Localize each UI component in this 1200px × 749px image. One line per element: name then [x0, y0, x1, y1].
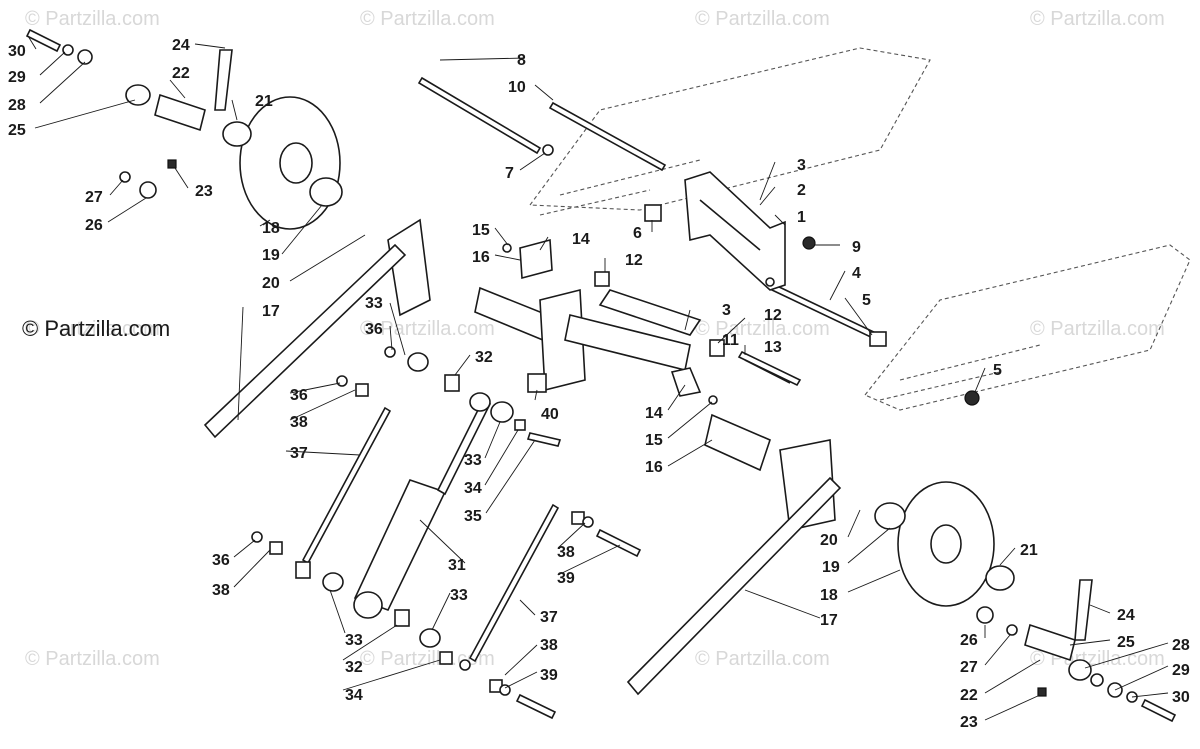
- callout-14: 14: [645, 405, 663, 422]
- callout-33: 33: [450, 587, 468, 604]
- callout-35: 35: [464, 508, 482, 525]
- callout-23: 23: [960, 714, 978, 731]
- callout-12: 12: [764, 307, 782, 324]
- slide-rail-outlines: [528, 47, 1191, 411]
- callout-34: 34: [345, 687, 363, 704]
- callout-37: 37: [540, 609, 558, 626]
- callout-3: 3: [722, 302, 731, 319]
- callout-36: 36: [290, 387, 308, 404]
- callout-38: 38: [540, 637, 558, 654]
- callout-26: 26: [85, 217, 103, 234]
- callout-18: 18: [262, 220, 280, 237]
- callout-25: 25: [1117, 634, 1135, 651]
- callout-36: 36: [212, 552, 230, 569]
- callout-1: 1: [797, 209, 806, 226]
- callout-15: 15: [472, 222, 490, 239]
- callout-6: 6: [633, 225, 642, 242]
- callout-3: 3: [797, 157, 806, 174]
- callout-19: 19: [262, 247, 280, 264]
- callout-22: 22: [172, 65, 190, 82]
- callout-7: 7: [505, 165, 514, 182]
- callout-29: 29: [1172, 662, 1190, 679]
- callout-24: 24: [172, 37, 190, 54]
- callout-38: 38: [290, 414, 308, 431]
- callout-27: 27: [960, 659, 978, 676]
- callout-39: 39: [540, 667, 558, 684]
- callout-33: 33: [345, 632, 363, 649]
- callout-32: 32: [345, 659, 363, 676]
- callout-34: 34: [464, 480, 482, 497]
- callout-16: 16: [472, 249, 490, 266]
- callout-30: 30: [1172, 689, 1190, 706]
- watermark: © Partzilla.com: [695, 8, 830, 30]
- callout-15: 15: [645, 432, 663, 449]
- idler-wheel-lower: [874, 481, 1015, 607]
- callout-31: 31: [448, 557, 466, 574]
- callout-2: 2: [797, 182, 806, 199]
- watermark: © Partzilla.com: [25, 318, 160, 340]
- idler-wheel-upper: [222, 96, 343, 230]
- callout-18: 18: [820, 587, 838, 604]
- torsion-spring-upper: [203, 218, 431, 439]
- watermark: © Partzilla.com: [695, 318, 830, 340]
- callout-38: 38: [212, 582, 230, 599]
- callout-28: 28: [8, 97, 26, 114]
- callout-13: 13: [764, 339, 782, 356]
- callout-20: 20: [262, 275, 280, 292]
- callout-20: 20: [820, 532, 838, 549]
- watermark: © Partzilla.com: [695, 648, 830, 670]
- callout-38: 38: [557, 544, 575, 561]
- callout-21: 21: [1020, 542, 1038, 559]
- callout-17: 17: [820, 612, 838, 629]
- leader-lines: [27, 35, 1169, 721]
- watermark: © Partzilla.com: [1030, 8, 1165, 30]
- callout-28: 28: [1172, 637, 1190, 654]
- callout-33: 33: [464, 452, 482, 469]
- callout-19: 19: [822, 559, 840, 576]
- callout-25: 25: [8, 122, 26, 139]
- callout-10: 10: [508, 79, 526, 96]
- callout-26: 26: [960, 632, 978, 649]
- callout-12: 12: [625, 252, 643, 269]
- link-rods: [301, 406, 560, 663]
- rods: [417, 76, 882, 387]
- torsion-spring-lower: [626, 439, 842, 696]
- callout-21: 21: [255, 93, 273, 110]
- callout-8: 8: [517, 52, 526, 69]
- callout-29: 29: [8, 69, 26, 86]
- watermark: © Partzilla.com: [360, 318, 495, 340]
- hardware: [25, 28, 1177, 723]
- callout-30: 30: [8, 43, 26, 60]
- front-arm-assembly: [474, 286, 771, 472]
- callout-33: 33: [365, 295, 383, 312]
- callout-14: 14: [572, 231, 590, 248]
- shock-absorber: [353, 392, 492, 619]
- watermark: © Partzilla.com: [1030, 318, 1165, 340]
- callout-16: 16: [645, 459, 663, 476]
- callout-4: 4: [852, 265, 861, 282]
- watermark: © Partzilla.com: [25, 648, 160, 670]
- callout-11: 11: [722, 332, 739, 349]
- callout-17: 17: [262, 303, 280, 320]
- callout-36: 36: [365, 321, 383, 338]
- callout-22: 22: [960, 687, 978, 704]
- watermark: © Partzilla.com: [360, 8, 495, 30]
- callout-5: 5: [862, 292, 871, 309]
- callout-24: 24: [1117, 607, 1135, 624]
- pivot-bracket: [684, 171, 786, 291]
- callout-27: 27: [85, 189, 103, 206]
- callout-5: 5: [993, 362, 1002, 379]
- brand-watermark: © Partzilla.com: [22, 316, 171, 341]
- callout-37: 37: [290, 445, 308, 462]
- watermark: © Partzilla.com: [25, 8, 160, 30]
- callout-32: 32: [475, 349, 493, 366]
- callout-40: 40: [541, 406, 559, 423]
- callout-23: 23: [195, 183, 213, 200]
- callout-9: 9: [852, 239, 861, 256]
- callout-39: 39: [557, 570, 575, 587]
